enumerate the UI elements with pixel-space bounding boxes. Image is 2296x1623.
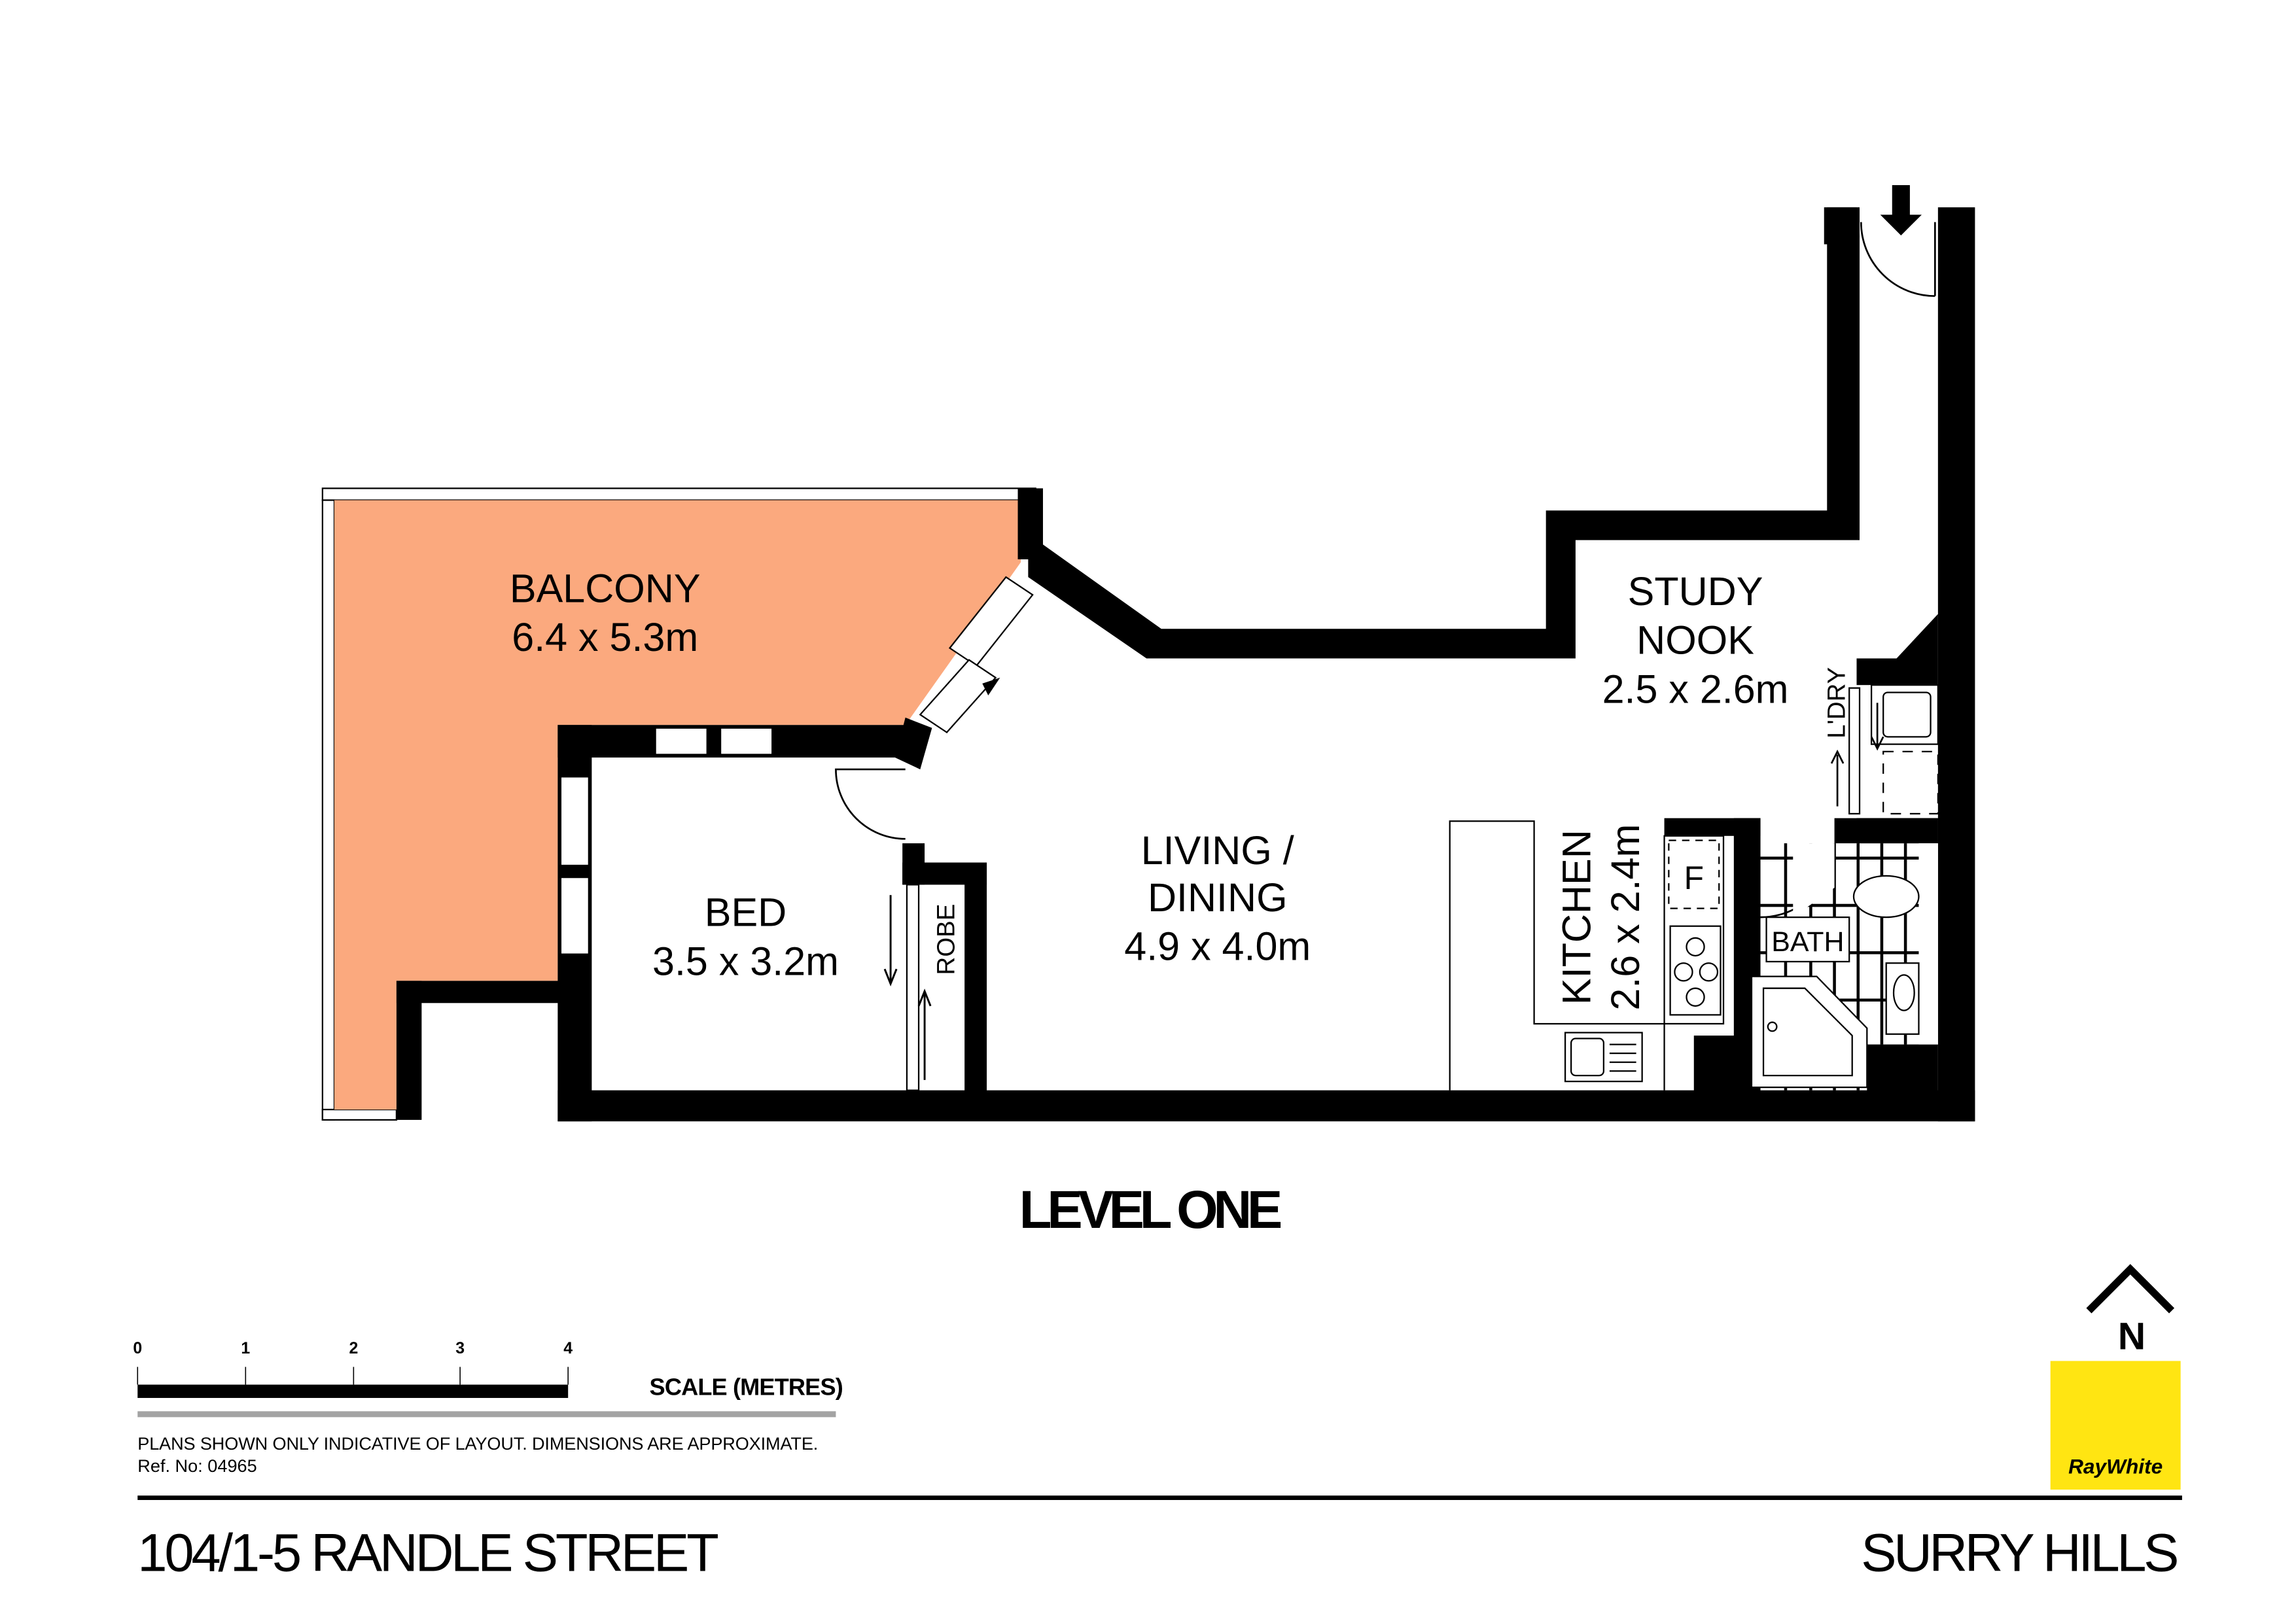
robe-name: ROBE bbox=[932, 904, 960, 975]
window bbox=[654, 727, 708, 756]
raywhite-logo bbox=[2050, 1361, 2181, 1490]
level-title: LEVEL ONE bbox=[1019, 1180, 1282, 1240]
kitchen-size: 2.6 x 2.4m bbox=[1603, 824, 1648, 1011]
scale-bar: 0 1 2 3 4 SCALE (METRES) bbox=[133, 1339, 843, 1418]
bed-name: BED bbox=[705, 890, 787, 935]
laundry-door bbox=[1848, 687, 1861, 815]
kitchen-bench bbox=[1449, 820, 1665, 1091]
scale-tick-label: 0 bbox=[133, 1339, 142, 1357]
scale-label: SCALE (METRES) bbox=[650, 1373, 843, 1400]
laundry-slide-arrows-icon bbox=[1830, 703, 1884, 807]
kitchen-counter bbox=[1663, 835, 1725, 1025]
bath-name: BATH bbox=[1771, 926, 1844, 958]
shower bbox=[1750, 975, 1868, 1089]
study-name-2: NOOK bbox=[1636, 618, 1754, 663]
cooktop-burners-icon bbox=[1674, 937, 1719, 1007]
fridge-label: F bbox=[1684, 860, 1704, 896]
balcony-name: BALCONY bbox=[510, 567, 701, 611]
tub-bowl bbox=[1882, 691, 1932, 738]
footer-divider bbox=[137, 1495, 2182, 1500]
robe-slide-arrows-icon bbox=[883, 895, 932, 1080]
wall-balcony-ledge bbox=[396, 981, 559, 1003]
balcony-balustrade-bottom bbox=[321, 1108, 398, 1121]
scale-tick-label: 2 bbox=[349, 1339, 358, 1357]
wall-bath-bottom-right bbox=[1867, 1044, 1938, 1092]
wall-entry-left bbox=[1824, 207, 1857, 245]
sink-drainer bbox=[1609, 1043, 1636, 1072]
wall-bottom bbox=[557, 1090, 1975, 1122]
balcony-size: 6.4 x 5.3m bbox=[512, 615, 698, 659]
window bbox=[559, 876, 590, 955]
cooktop-icon bbox=[1669, 925, 1722, 1016]
windows bbox=[559, 576, 1034, 955]
wall-study-corner bbox=[1896, 614, 1938, 659]
wall-robe-right bbox=[964, 862, 987, 1092]
wall-laundry-top bbox=[1856, 658, 1938, 686]
study-size: 2.5 x 2.6m bbox=[1602, 667, 1789, 711]
scale-tick-label: 3 bbox=[455, 1339, 465, 1357]
laundry-tub-icon bbox=[1870, 684, 1939, 745]
scale-tick-label: 4 bbox=[563, 1339, 573, 1357]
living-size: 4.9 x 4.0m bbox=[1124, 924, 1311, 969]
wall-north bbox=[1028, 207, 1860, 659]
window bbox=[559, 776, 590, 867]
bed-door-swing bbox=[835, 768, 906, 840]
fridge bbox=[1668, 839, 1720, 909]
kitchen-name: KITCHEN bbox=[1555, 829, 1599, 1005]
disclaimer: PLANS SHOWN ONLY INDICATIVE OF LAYOUT. D… bbox=[137, 1433, 818, 1454]
entry-arrow-icon bbox=[1880, 184, 1922, 236]
toilet-icon bbox=[1852, 875, 1920, 918]
shower-head-icon bbox=[1767, 1021, 1778, 1032]
brand-name: RayWhite bbox=[2068, 1454, 2163, 1478]
reference-number: Ref. No: 04965 bbox=[137, 1456, 256, 1476]
sink-bowl bbox=[1570, 1038, 1605, 1077]
window bbox=[719, 727, 773, 756]
robe-door bbox=[906, 884, 920, 1091]
basin-icon bbox=[1892, 974, 1915, 1011]
north-label: N bbox=[2118, 1315, 2146, 1357]
wall-east bbox=[1937, 207, 1975, 1122]
bed-size: 3.5 x 3.2m bbox=[652, 939, 839, 983]
laundry-name: L'DRY bbox=[1822, 667, 1850, 739]
north-arrow-icon: N bbox=[2086, 1264, 2175, 1357]
balcony-balustrade-top bbox=[321, 487, 1036, 501]
divider-grey bbox=[137, 1411, 836, 1418]
bath-label-box bbox=[1765, 916, 1850, 963]
living-name-2: DINING bbox=[1148, 875, 1288, 920]
wall-laundry-bottom bbox=[1856, 818, 1938, 844]
balcony-balustrade-left bbox=[321, 499, 336, 1121]
bath-door-clear bbox=[1793, 843, 1835, 918]
shower-base bbox=[1762, 987, 1853, 1077]
wall-kitchen-stub bbox=[1693, 1036, 1739, 1095]
kitchen-sink-icon bbox=[1564, 1032, 1643, 1083]
wall-balcony-stub bbox=[396, 981, 422, 1120]
balcony-area bbox=[334, 500, 1021, 1110]
study-name: STUDY bbox=[1628, 569, 1763, 614]
washing-machine bbox=[1882, 750, 1939, 815]
wall-diagonal-end bbox=[894, 717, 932, 770]
bath-shelf bbox=[1918, 843, 1938, 1045]
scale-tick-label: 1 bbox=[241, 1339, 250, 1357]
scale-bar-fill bbox=[137, 1384, 569, 1398]
address: 104/1-5 RANDLE STREET bbox=[137, 1523, 719, 1582]
living-name: LIVING / bbox=[1141, 828, 1294, 873]
entry-door-swing bbox=[1860, 222, 1936, 297]
sliding-door bbox=[919, 659, 997, 734]
suburb: SURRY HILLS bbox=[1861, 1523, 2179, 1582]
